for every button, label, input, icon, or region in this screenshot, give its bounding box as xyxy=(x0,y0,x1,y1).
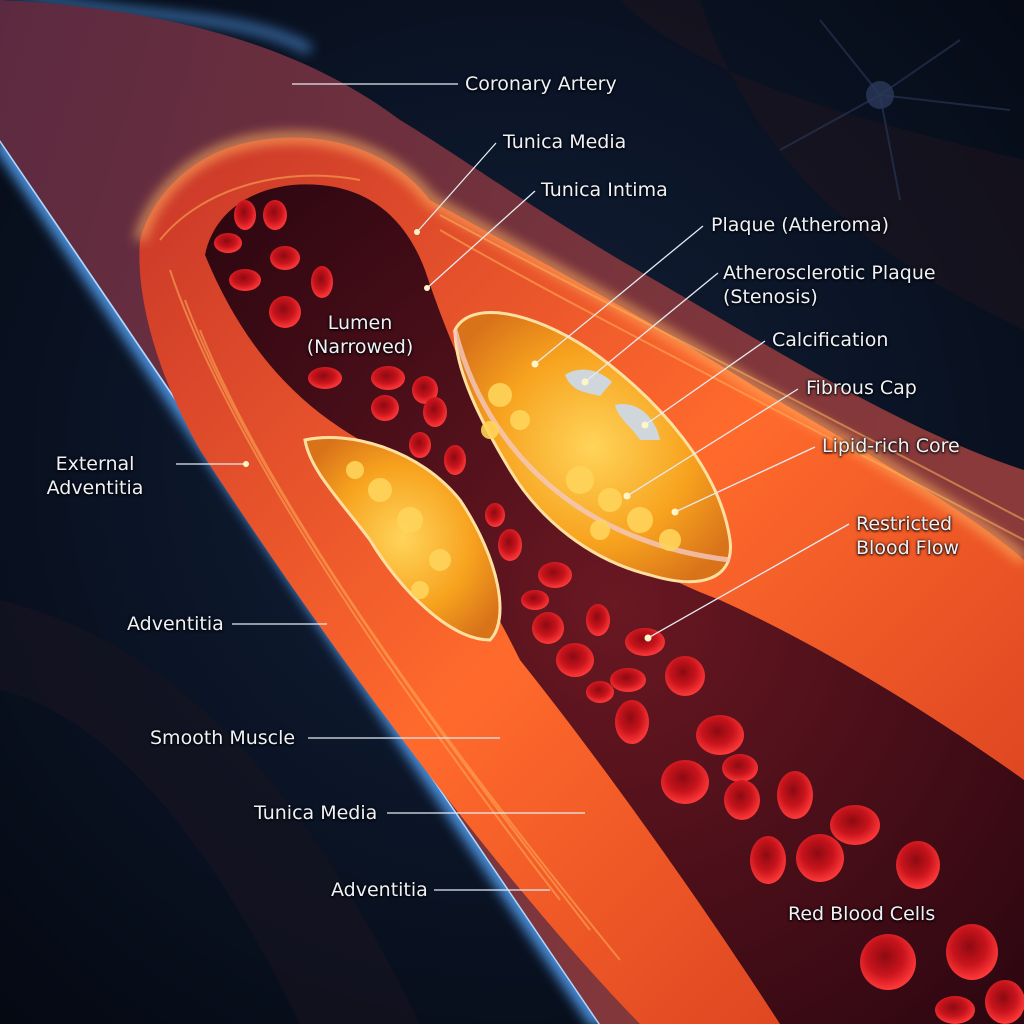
label-adventitia-mid: Adventitia xyxy=(127,613,224,635)
leader-tunica-media-top xyxy=(416,142,497,233)
label-external-adventitia: External Adventitia xyxy=(40,452,150,500)
label-coronary-artery: Coronary Artery xyxy=(465,73,617,95)
label-red-blood-cells: Red Blood Cells xyxy=(788,903,936,925)
label-atherosclerotic-plaque-line2: (Stenosis) xyxy=(723,286,818,308)
leader-fibrous-cap xyxy=(626,388,799,497)
leader-plaque-atheroma xyxy=(534,225,704,365)
leader-lipid-core xyxy=(674,446,816,513)
label-lumen: Lumen (Narrowed) xyxy=(298,311,422,359)
leader-atherosclerotic-plaque xyxy=(584,272,719,383)
label-fibrous-cap: Fibrous Cap xyxy=(806,377,917,399)
label-lumen-line1: Lumen xyxy=(327,312,393,334)
label-lumen-line2: (Narrowed) xyxy=(306,336,414,358)
label-plaque-atheroma: Plaque (Atheroma) xyxy=(711,214,890,236)
leader-tunica-intima xyxy=(426,190,536,289)
label-external-adventitia-line2: Adventitia xyxy=(46,477,144,499)
label-external-adventitia-line1: External xyxy=(55,453,135,475)
red-blood-cell-group xyxy=(214,200,1024,1024)
label-tunica-media-top: Tunica Media xyxy=(503,131,627,153)
label-tunica-intima: Tunica Intima xyxy=(541,179,668,201)
label-smooth-muscle: Smooth Muscle xyxy=(150,727,296,749)
label-lipid-rich-core: Lipid-rich Core xyxy=(822,435,960,457)
label-adventitia-bottom: Adventitia xyxy=(331,879,428,901)
leader-restricted-flow xyxy=(647,523,850,639)
label-restricted-blood-flow-line2: Blood Flow xyxy=(856,537,960,559)
leader-calcification xyxy=(644,340,766,426)
label-calcification: Calcification xyxy=(772,329,889,351)
label-atherosclerotic-plaque-line1: Atherosclerotic Plaque xyxy=(723,262,936,284)
label-atherosclerotic-plaque: Atherosclerotic Plaque (Stenosis) xyxy=(723,261,936,309)
label-restricted-blood-flow-line1: Restricted xyxy=(856,513,953,535)
label-restricted-blood-flow: Restricted Blood Flow xyxy=(856,512,959,560)
label-tunica-media-bottom: Tunica Media xyxy=(254,802,378,824)
